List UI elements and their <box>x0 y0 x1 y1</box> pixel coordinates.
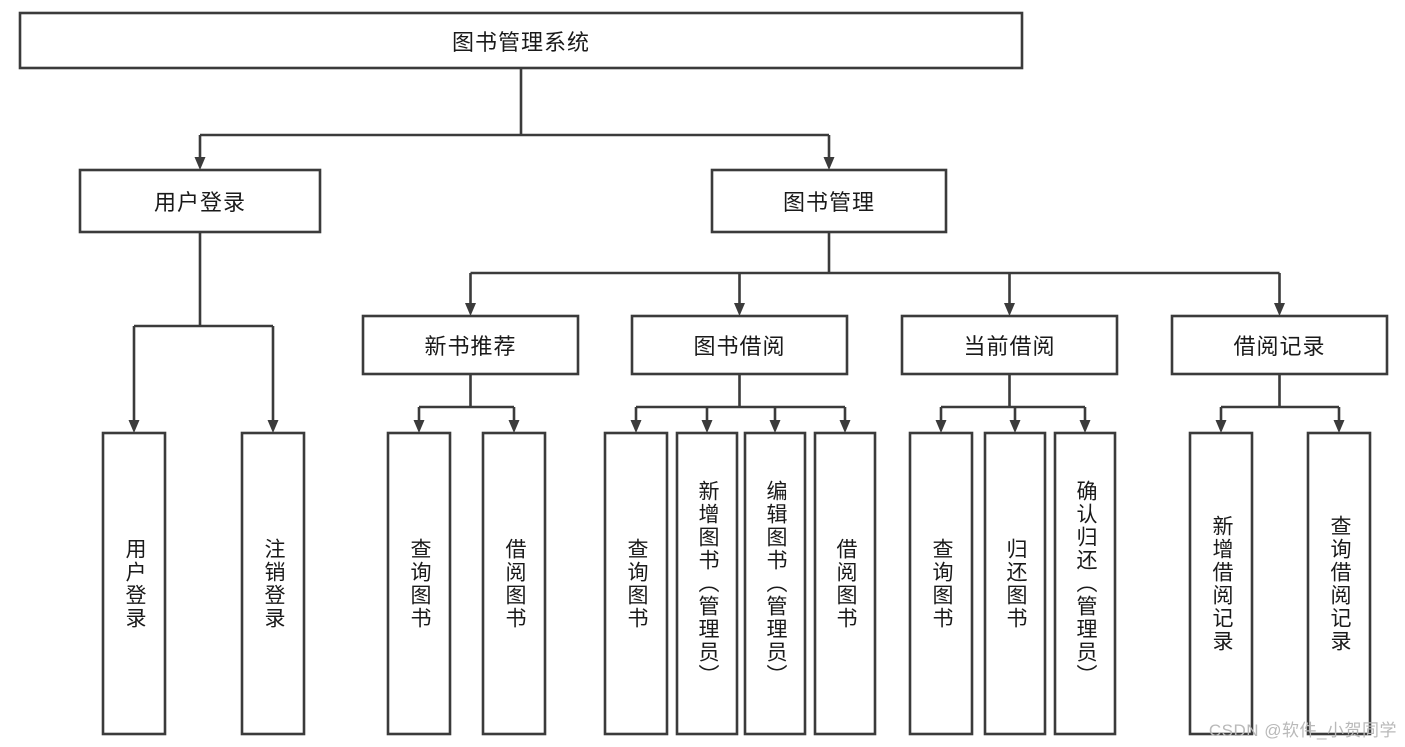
arrow-head-leaf-borrow-1 <box>508 420 520 433</box>
arrow-head-leaf-logout <box>267 420 279 433</box>
watermark-text: CSDN @软件_小贺同学 <box>1208 721 1397 740</box>
arrow-head-leaf-login <box>128 420 140 433</box>
node-box-book-borrow[interactable] <box>630 314 849 376</box>
node-box-leaf-return[interactable] <box>983 431 1047 736</box>
node-box-user-login[interactable] <box>78 168 322 234</box>
node-box-leaf-query-rec[interactable] <box>1306 431 1372 736</box>
arrow-head-leaf-edit-book <box>769 420 781 433</box>
edge-group-user-login <box>128 232 279 433</box>
edge-layer <box>128 68 1345 433</box>
node-box-book-manage[interactable] <box>710 168 948 234</box>
node-box-new-book-rec[interactable] <box>361 314 580 376</box>
arrow-head-user-login <box>194 157 206 170</box>
edge-group-book-manage <box>465 232 1285 316</box>
edge-group-current-borrow <box>935 374 1091 433</box>
node-box-leaf-borrow-1[interactable] <box>481 431 547 736</box>
node-box-leaf-borrow-2[interactable] <box>813 431 877 736</box>
edge-group-root <box>194 68 835 170</box>
arrow-head-leaf-query-2 <box>630 420 642 433</box>
node-box-leaf-logout[interactable] <box>240 431 306 736</box>
edge-group-new-book-rec <box>413 374 520 433</box>
arrow-head-current-borrow <box>1004 303 1015 316</box>
edge-group-borrow-record <box>1215 374 1345 433</box>
node-box-leaf-edit-book[interactable] <box>743 431 807 736</box>
node-box-root[interactable] <box>18 11 1024 70</box>
node-box-leaf-login[interactable] <box>101 431 167 736</box>
node-box-leaf-add-book[interactable] <box>675 431 739 736</box>
node-box-leaf-query-1[interactable] <box>386 431 452 736</box>
arrow-head-leaf-query-1 <box>413 420 425 433</box>
arrow-head-leaf-confirm <box>1079 420 1091 433</box>
arrow-head-leaf-add-book <box>701 420 713 433</box>
node-layer <box>18 11 1389 736</box>
edge-group-book-borrow <box>630 374 851 433</box>
node-box-leaf-query-2[interactable] <box>603 431 669 736</box>
arrow-head-book-manage <box>823 157 835 170</box>
arrow-head-book-borrow <box>734 303 745 316</box>
arrow-head-leaf-return <box>1009 420 1021 433</box>
arrow-head-leaf-add-rec <box>1215 420 1227 433</box>
node-box-borrow-record[interactable] <box>1170 314 1389 376</box>
node-box-leaf-add-rec[interactable] <box>1188 431 1254 736</box>
node-box-leaf-confirm[interactable] <box>1053 431 1117 736</box>
node-box-current-borrow[interactable] <box>900 314 1119 376</box>
arrow-head-new-book-rec <box>465 303 476 316</box>
arrow-head-leaf-query-3 <box>935 420 947 433</box>
arrow-head-leaf-borrow-2 <box>839 420 851 433</box>
arrow-head-borrow-record <box>1274 303 1285 316</box>
node-box-leaf-query-3[interactable] <box>908 431 974 736</box>
arrow-head-leaf-query-rec <box>1333 420 1345 433</box>
